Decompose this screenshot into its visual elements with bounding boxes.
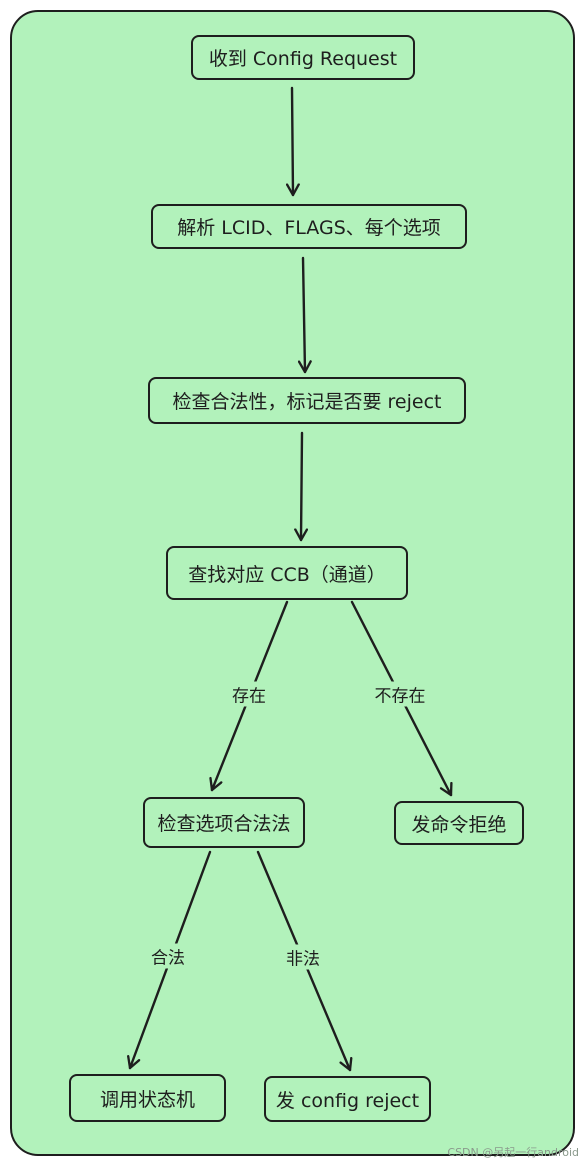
node-receive-config-request: 收到 Config Request xyxy=(191,35,415,80)
arrow-check-to-find xyxy=(294,431,309,542)
arrow-receive-to-parse xyxy=(285,86,300,197)
node-check-options: 检查选项合法法 xyxy=(143,797,305,848)
edge-label-illegal: 非法 xyxy=(284,944,322,970)
node-command-reject: 发命令拒绝 xyxy=(394,801,524,845)
edge-label-exists: 存在 xyxy=(230,681,268,707)
node-call-state-machine: 调用状态机 xyxy=(69,1074,226,1122)
node-find-ccb: 查找对应 CCB（通道） xyxy=(166,546,408,600)
node-send-config-reject: 发 config reject xyxy=(264,1076,431,1122)
edge-label-legal: 合法 xyxy=(149,943,187,969)
watermark: CSDN @另起一行android xyxy=(447,1146,579,1159)
node-check-validity: 检查合法性，标记是否要 reject xyxy=(148,377,466,424)
arrow-parse-to-check xyxy=(297,256,312,374)
edge-label-not-exists: 不存在 xyxy=(372,681,428,707)
node-parse-options: 解析 LCID、FLAGS、每个选项 xyxy=(151,204,467,249)
